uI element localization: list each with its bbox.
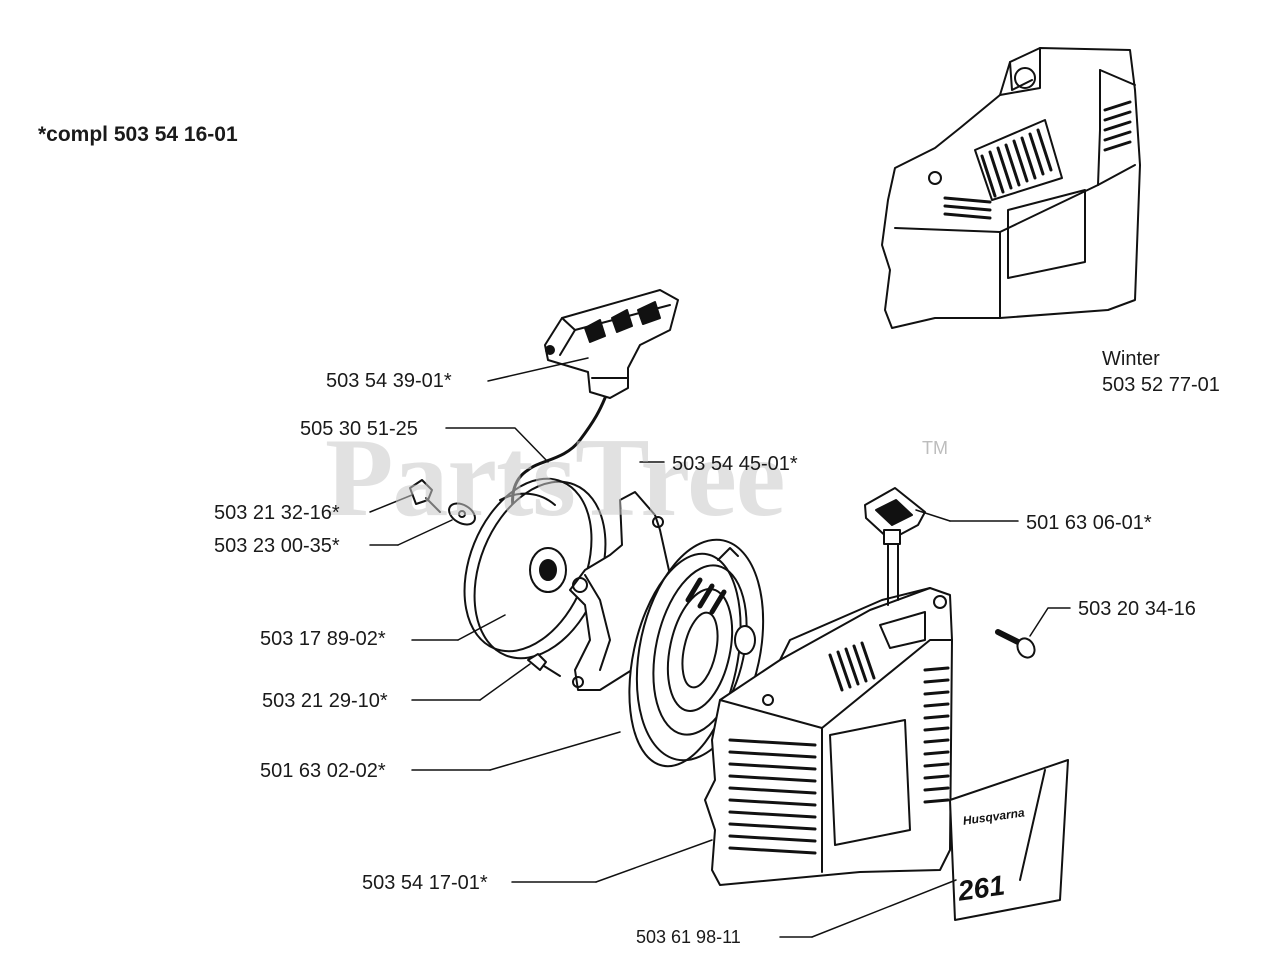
- decal-drawing: [949, 759, 1069, 921]
- winter-cover-drawing: [881, 47, 1141, 329]
- part-label-pulley-assembly[interactable]: 503 54 45-01*: [672, 453, 798, 475]
- starter-cover-drawing: [704, 544, 953, 886]
- winter-label: Winter: [1102, 348, 1160, 370]
- spring-drawing: [628, 538, 765, 768]
- trademark-symbol: TM: [922, 438, 948, 458]
- decal-model-text: 261: [956, 869, 1007, 907]
- part-label-bushing[interactable]: 501 63 06-01*: [1026, 512, 1152, 534]
- part-label-spring[interactable]: 501 63 02-02*: [260, 760, 386, 782]
- leader-lines: [369, 357, 1071, 938]
- part-label-screw-1[interactable]: 503 21 32-16*: [214, 502, 340, 524]
- screw-3-drawing: [995, 629, 1036, 659]
- part-label-screw-2[interactable]: 503 21 29-10*: [262, 690, 388, 712]
- bushing-drawing: [864, 487, 926, 545]
- part-label-pulley[interactable]: 503 17 89-02*: [260, 628, 386, 650]
- watermark: PartsTree: [325, 416, 786, 540]
- part-label-screw-3[interactable]: 503 20 34-16: [1078, 598, 1196, 620]
- part-label-cover[interactable]: 503 54 17-01*: [362, 872, 488, 894]
- winter-part-number[interactable]: 503 52 77-01: [1102, 374, 1220, 396]
- part-label-washer[interactable]: 503 23 00-35*: [214, 535, 340, 557]
- part-label-decal[interactable]: 503 61 98-11: [636, 927, 741, 947]
- kit-title: *compl 503 54 16-01: [38, 123, 238, 146]
- screw-washer-drawing: [409, 479, 476, 526]
- part-label-handle[interactable]: 503 54 39-01*: [326, 370, 452, 392]
- part-label-rope[interactable]: 505 30 51-25: [300, 418, 418, 440]
